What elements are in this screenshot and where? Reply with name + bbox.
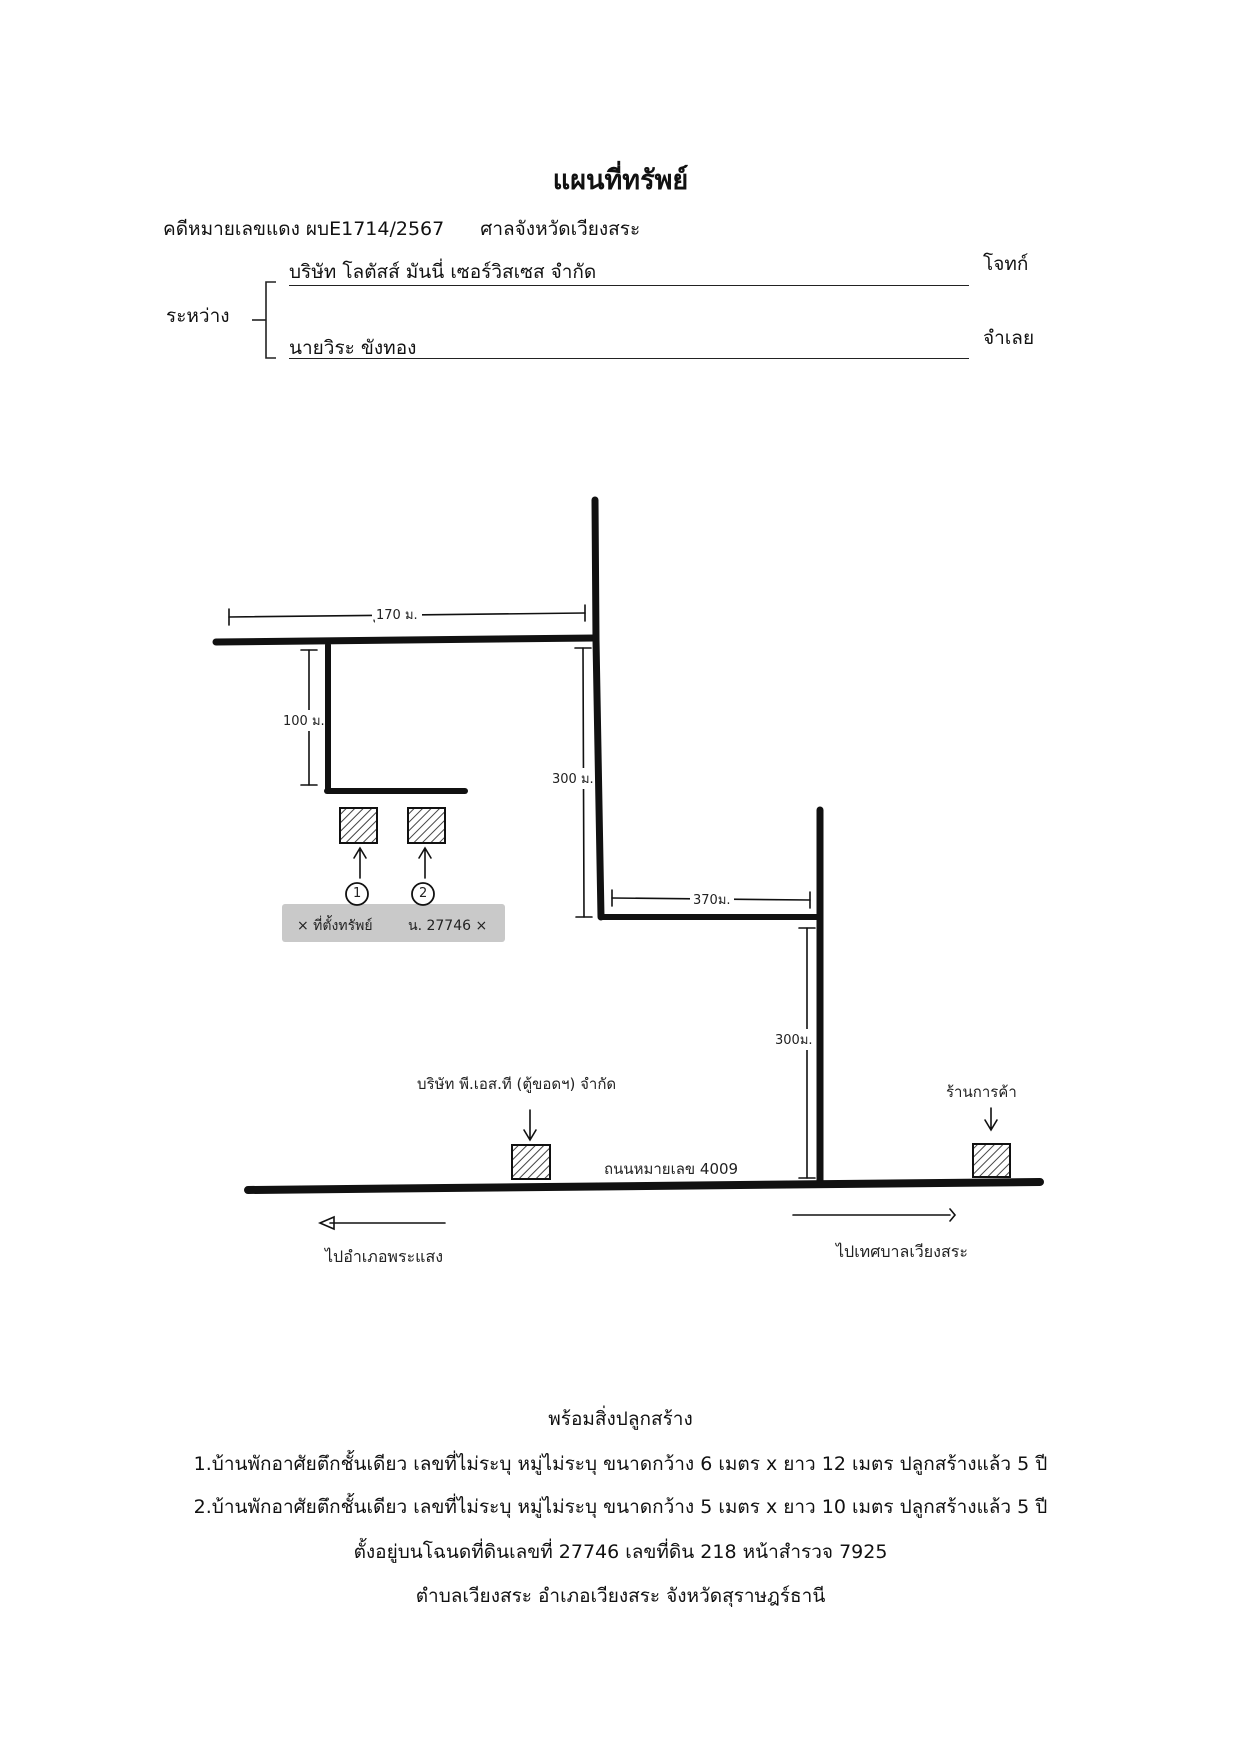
plaintiff-underline: [289, 285, 969, 286]
buildings-heading: พร้อมสิ่งปลูกสร้าง: [548, 1408, 693, 1430]
marker-2-circle: [411, 882, 435, 906]
defendant-row: นายวิระ ขังทอง: [289, 333, 416, 363]
defendant-role: จำเลย: [983, 327, 1035, 349]
dim-mid-label: 300 ม.: [552, 768, 594, 789]
dim-left-label: 100 ม.: [283, 710, 325, 731]
property-label-right: น. 27746 ×: [408, 918, 488, 934]
marker-2-label: 2: [419, 886, 428, 901]
arrow-to-building-1: [353, 846, 367, 879]
road-label: ถนนหมายเลข 4009: [604, 1160, 739, 1178]
case-info: คดีหมายเลขแดง ผบE1714/2567 ศาลจังหวัดเวี…: [163, 214, 670, 244]
to-praseang-label: ไปอำเภอพระแสง: [325, 1247, 444, 1266]
defendant-underline: [289, 358, 969, 359]
building-item-2: 2.บ้านพักอาศัยตึกชั้นเดียว เลขที่ไม่ระบุ…: [193, 1496, 1048, 1518]
defendant-name: นายวิระ ขังทอง: [289, 337, 417, 359]
marker-1-label: 1: [353, 886, 362, 901]
plaintiff-role: โจทก์: [983, 253, 1029, 275]
page-title: แผนที่ทรัพย์: [552, 165, 689, 196]
location-line-1: ตั้งอยู่บนโฉนดที่ดินเลขที่ 27746 เลขที่ด…: [353, 1541, 888, 1563]
plaintiff-name: บริษัท โลตัสส์ มันนี่ เซอร์วิสเซส จำกัด: [289, 261, 597, 283]
dim-horiz-mid-label: 370ม.: [690, 889, 734, 910]
property-label-left: × ที่ตั้งทรัพย์: [297, 918, 373, 934]
location-line-2: ตำบลเวียงสระ อำเภอเวียงสระ จังหวัดสุราษฎ…: [415, 1585, 826, 1607]
arrow-to-shop: [984, 1107, 998, 1132]
road-main-vertical: [591, 496, 605, 921]
parties-bracket: [252, 281, 276, 359]
dim-right-label: 300ม.: [775, 1029, 813, 1050]
court-name: ศาลจังหวัดเวียงสระ: [480, 218, 641, 240]
marker-1-circle: [345, 882, 369, 906]
company-label: บริษัท พี.เอส.ที (ตู้ขอดฯ) จำกัด: [417, 1075, 617, 1093]
plaintiff-row: บริษัท โลตัสส์ มันนี่ เซอร์วิสเซส จำกัด: [289, 257, 596, 287]
arrow-to-building-2: [418, 846, 432, 879]
building-1: [339, 807, 378, 844]
shop-building: [972, 1143, 1011, 1178]
property-highlight: [282, 904, 505, 942]
case-number: คดีหมายเลขแดง ผบE1714/2567: [163, 218, 445, 240]
company-building: [511, 1144, 551, 1180]
arrow-to-praseang: [317, 1215, 446, 1231]
to-wiangsa-label: ไปเทศบาลเวียงสระ: [836, 1242, 968, 1261]
building-2: [407, 807, 446, 844]
road-4009: [244, 1178, 1044, 1194]
between-label: ระหว่าง: [166, 305, 230, 327]
dim-top-label: ุ170 ม.: [372, 604, 422, 625]
shop-label: ร้านการค้า: [946, 1083, 1017, 1101]
road-top-horizontal: [212, 634, 599, 646]
building-item-1: 1.บ้านพักอาศัยตึกชั้นเดียว เลขที่ไม่ระบุ…: [193, 1453, 1048, 1475]
arrow-to-company: [523, 1109, 537, 1142]
arrow-to-wiangsa: [792, 1208, 957, 1222]
